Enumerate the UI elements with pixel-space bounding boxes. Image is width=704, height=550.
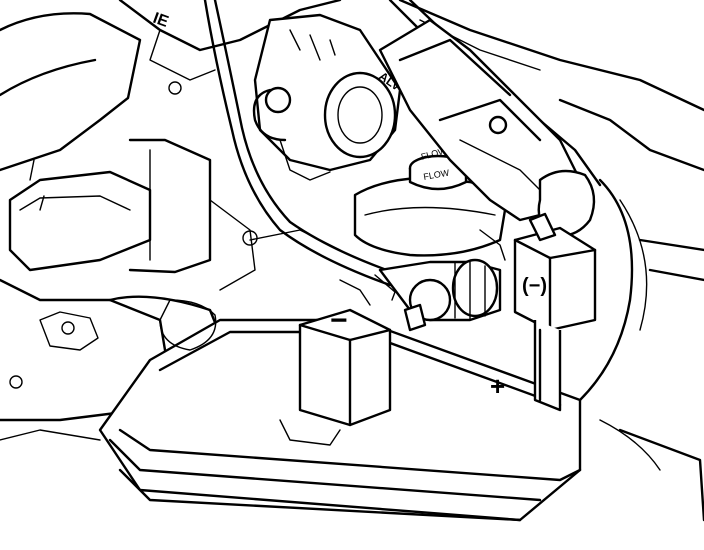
cowl-area: IE — [118, 0, 704, 112]
cable-connector — [374, 258, 502, 332]
negative-symbol: − — [330, 304, 348, 337]
battery: − + — [98, 304, 582, 522]
engine-misc-lines — [159, 199, 506, 351]
positive-symbol: + — [490, 371, 505, 401]
throttle-body: ALV — [252, 13, 403, 181]
jumper-clamp — [378, 18, 596, 238]
top-marking-text: IE — [151, 10, 171, 31]
clamp-negative-label: (−) — [522, 275, 547, 297]
right-fender-structure — [558, 98, 704, 522]
cap-text-2: FLOW — [423, 168, 451, 182]
ground-clamp-block: (−) — [513, 212, 597, 412]
